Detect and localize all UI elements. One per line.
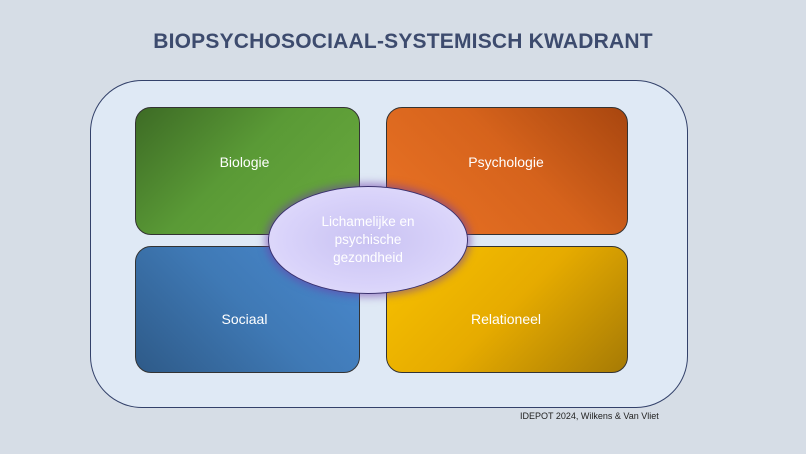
- center-ellipse: Lichamelijke en psychische gezondheid: [268, 186, 468, 294]
- quadrant-label: Psychologie: [468, 154, 544, 170]
- page-title: BIOPSYCHOSOCIAAL-SYSTEMISCH KWADRANT: [153, 30, 653, 53]
- quadrant-label: Relationeel: [470, 310, 542, 327]
- center-label: Lichamelijke en psychische gezondheid: [321, 214, 415, 265]
- quadrant-label: Biologie: [219, 154, 270, 170]
- quadrant-sociaal: Sociaal: [135, 246, 360, 373]
- quadrant-relationeel: Relationeel: [386, 246, 628, 373]
- quadrant-label: Sociaal: [221, 310, 268, 327]
- credit-text: IDEPOT 2024, Wilkens & Van Vliet: [520, 411, 659, 421]
- quadrant-biologie: Biologie: [135, 107, 360, 235]
